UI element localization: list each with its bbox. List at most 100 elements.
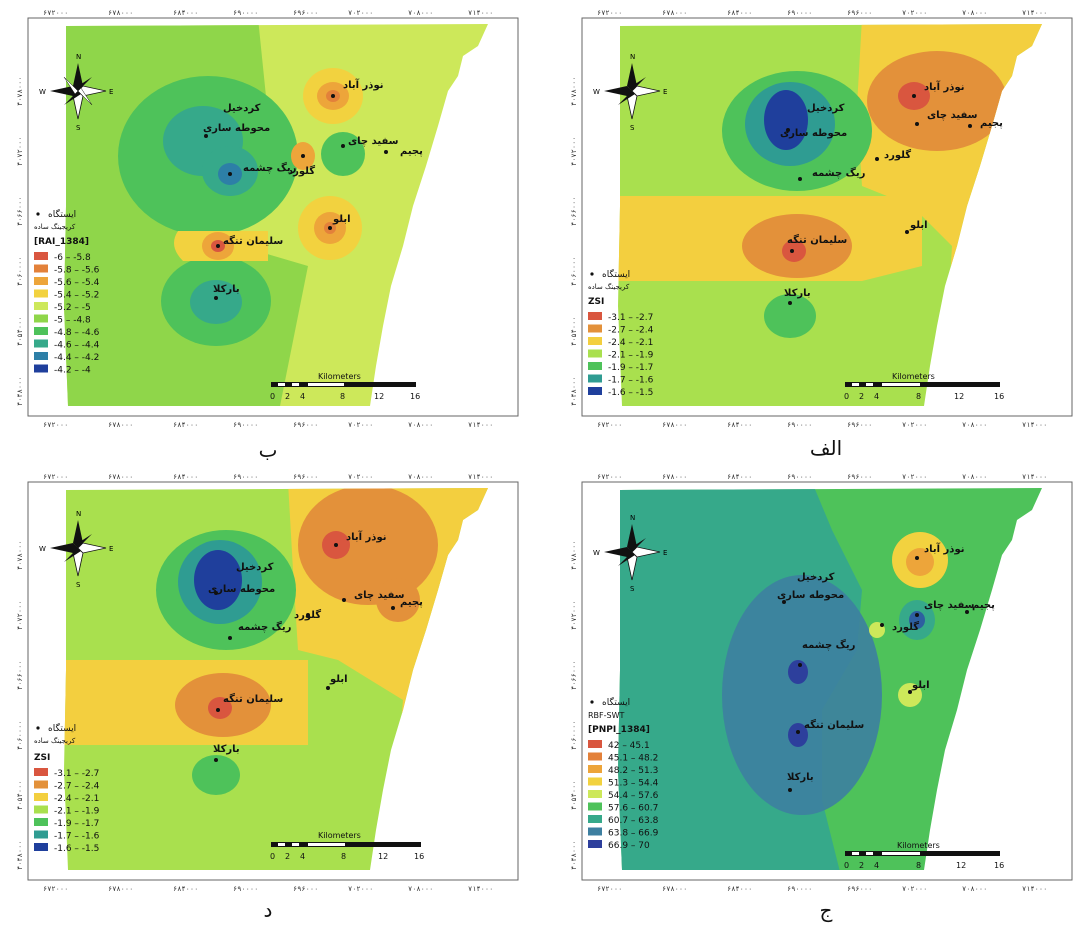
x-tick-label: ۷۰۲۰۰۰: [902, 421, 927, 429]
station-label: بارکلا: [213, 744, 240, 755]
x-tick-label: ۷۱۴۰۰۰: [1022, 9, 1047, 17]
y-tick-labels: ۴۰۷۸۰۰۰ ۴۰۷۲۰۰۰ ۴۰۶۶۰۰۰ ۴۰۶۰۰۰۰ ۴۰۵۴۰۰۰ …: [570, 76, 578, 406]
scale-bar: Kilometers 0 2 4 8 12 16: [844, 372, 1004, 401]
legend-class-label: -1.7 – -1.6: [54, 832, 100, 842]
legend-swatch: [588, 324, 602, 333]
y-tick-label: ۴۰۷۲۰۰۰: [570, 136, 578, 166]
station-label: ابلو: [911, 680, 930, 691]
legend-class-label: -5.6 – -5.4: [54, 278, 100, 288]
x-tick-label: ۷۰۲۰۰۰: [348, 9, 373, 17]
map-panel-pnpi: نوذر آباد کردخیل محوطه ساری سفید چای پجی…: [562, 470, 1082, 900]
x-tick-label: ۷۰۸۰۰۰: [408, 421, 433, 429]
x-tick-label: ۶۷۸۰۰۰: [108, 421, 133, 429]
basin-fill: [64, 24, 488, 406]
x-tick-label: ۷۰۲۰۰۰: [902, 473, 927, 481]
map-panel-zsi-a: نوذر آباد کردخیل محوطه ساری سفید چای پجی…: [562, 6, 1082, 436]
x-tick-label: ۶۸۴۰۰۰: [173, 9, 198, 17]
legend-swatch: [34, 843, 48, 851]
x-tick-label: ۷۱۴۰۰۰: [468, 421, 493, 429]
station-point: [782, 600, 786, 604]
station-point: [798, 663, 802, 667]
compass-w-label: W: [39, 88, 46, 96]
legend-class-label: -1.9 – -1.7: [608, 363, 653, 373]
x-tick-label: ۶۸۴۰۰۰: [173, 885, 198, 893]
station-point: [204, 134, 208, 138]
y-tick-labels: ۴۰۷۸۰۰۰ ۴۰۷۲۰۰۰ ۴۰۶۶۰۰۰ ۴۰۶۰۰۰۰ ۴۰۵۴۰۰۰ …: [16, 76, 24, 406]
y-tick-labels: ۴۰۷۸۰۰۰ ۴۰۷۲۰۰۰ ۴۰۶۶۰۰۰ ۴۰۶۰۰۰۰ ۴۰۵۴۰۰۰ …: [16, 540, 24, 870]
legend-swatch: [588, 337, 602, 345]
map-rai-svg: نوذر آباد کردخیل محوطه ساری سفید چای پجی…: [16, 9, 519, 429]
station-label: ریگ چشمه: [802, 639, 856, 651]
x-tick-label: ۷۰۸۰۰۰: [962, 885, 987, 893]
legend-swatch: [588, 349, 602, 358]
legend-swatch: [34, 314, 48, 323]
x-tick-labels-bottom: ۶۷۲۰۰۰ ۶۷۸۰۰۰ ۶۸۴۰۰۰ ۶۹۰۰۰۰ ۶۹۶۰۰۰ ۷۰۲۰۰…: [597, 421, 1047, 429]
y-tick-label: ۴۰۶۰۰۰۰: [16, 256, 24, 286]
legend-class-label: -5.4 – -5.2: [54, 291, 99, 301]
legend-class-label: -2.4 – -2.1: [54, 794, 99, 804]
legend-swatch: [34, 302, 48, 310]
legend: ایستگاه کریجینگ ساده ZSI -3.1 – -2.7-2.7…: [588, 268, 654, 398]
legend-class-label: -4.4 – -4.2: [54, 353, 99, 363]
compass-n-label: N: [76, 53, 81, 61]
x-tick-label: ۷۰۸۰۰۰: [408, 9, 433, 17]
legend-title: [RAI_1384]: [34, 237, 89, 247]
legend-swatch: [34, 339, 48, 348]
north-arrow-icon: N S E W: [39, 510, 113, 589]
legend-classes: 42 – 45.145.1 – 48.248.2 – 51.351.3 – 54…: [588, 740, 659, 851]
scale-label: 2: [285, 852, 290, 861]
station-point: [391, 606, 395, 610]
compass-e-label: E: [663, 549, 667, 557]
station-label: پجیم: [400, 146, 423, 157]
station-label: سلیمان تنگه: [223, 692, 283, 705]
legend: ایستگاه RBF-SWT [PNPI_1384] 42 – 45.145.…: [588, 696, 659, 851]
y-tick-label: ۴۰۷۸۰۰۰: [16, 76, 24, 106]
x-tick-label: ۶۸۴۰۰۰: [727, 421, 752, 429]
station-point: [905, 230, 909, 234]
y-tick-label: ۴۰۶۶۰۰۰: [16, 196, 24, 226]
station-labels: نوذر آباد کردخیل محوطه ساری سفید چای پجی…: [777, 542, 995, 783]
station-markers: [782, 556, 969, 792]
x-tick-labels-bottom: ۶۷۲۰۰۰ ۶۷۸۰۰۰ ۶۸۴۰۰۰ ۶۹۰۰۰۰ ۶۹۶۰۰۰ ۷۰۲۰۰…: [43, 885, 493, 893]
station-point: [912, 94, 916, 98]
scale-label: 2: [859, 861, 864, 870]
scale-bar-title: Kilometers: [318, 372, 361, 381]
station-label: ابلو: [909, 220, 928, 231]
legend-point-label: ایستگاه: [602, 696, 630, 708]
station-point: [788, 788, 792, 792]
legend-class-label: 63.8 – 66.9: [608, 829, 659, 839]
legend-swatch: [34, 277, 48, 285]
x-tick-label: ۶۸۴۰۰۰: [727, 885, 752, 893]
x-tick-label: ۶۹۶۰۰۰: [293, 9, 318, 17]
y-tick-label: ۴۰۷۸۰۰۰: [570, 76, 578, 106]
legend-class-label: -4.8 – -4.6: [54, 328, 100, 338]
legend-swatch: [34, 805, 48, 814]
compass-s-label: S: [630, 124, 635, 132]
x-tick-label: ۶۹۰۰۰۰: [233, 9, 258, 17]
x-tick-labels-top: ۶۷۲۰۰۰ ۶۷۸۰۰۰ ۶۸۴۰۰۰ ۶۹۰۰۰۰ ۶۹۶۰۰۰ ۷۰۲۰۰…: [597, 473, 1047, 481]
scale-label: 2: [859, 392, 864, 401]
scale-label: 0: [270, 392, 275, 401]
legend-swatch: [588, 387, 602, 395]
x-tick-label: ۷۱۴۰۰۰: [1022, 421, 1047, 429]
legend-classes: -6 – -5.8-5.8 – -5.6-5.6 – -5.4-5.4 – -5…: [34, 252, 100, 376]
x-tick-label: ۶۷۸۰۰۰: [662, 421, 687, 429]
scale-bar: Kilometers 0 2 4 8 12 16: [270, 831, 424, 861]
legend-class-label: -1.6 – -1.5: [54, 844, 99, 854]
station-label: گلورد: [884, 148, 911, 161]
legend-swatch: [588, 815, 602, 823]
x-tick-label: ۶۹۰۰۰۰: [787, 473, 812, 481]
station-point: [328, 226, 332, 230]
station-point: [228, 636, 232, 640]
station-point: [384, 150, 388, 154]
legend-class-label: 66.9 – 70: [608, 841, 650, 851]
x-tick-label: ۶۸۴۰۰۰: [727, 473, 752, 481]
station-point: [880, 623, 884, 627]
y-tick-labels: ۴۰۷۸۰۰۰ ۴۰۷۲۰۰۰ ۴۰۶۶۰۰۰ ۴۰۶۰۰۰۰ ۴۰۵۴۰۰۰ …: [570, 540, 578, 870]
compass-e-label: E: [109, 88, 113, 96]
legend-class-label: -1.6 – -1.5: [608, 388, 653, 398]
station-point: [915, 122, 919, 126]
y-tick-label: ۴۰۶۶۰۰۰: [16, 660, 24, 690]
scale-bar-title: Kilometers: [897, 841, 940, 850]
map-zsi-a-svg: نوذر آباد کردخیل محوطه ساری سفید چای پجی…: [570, 9, 1073, 429]
